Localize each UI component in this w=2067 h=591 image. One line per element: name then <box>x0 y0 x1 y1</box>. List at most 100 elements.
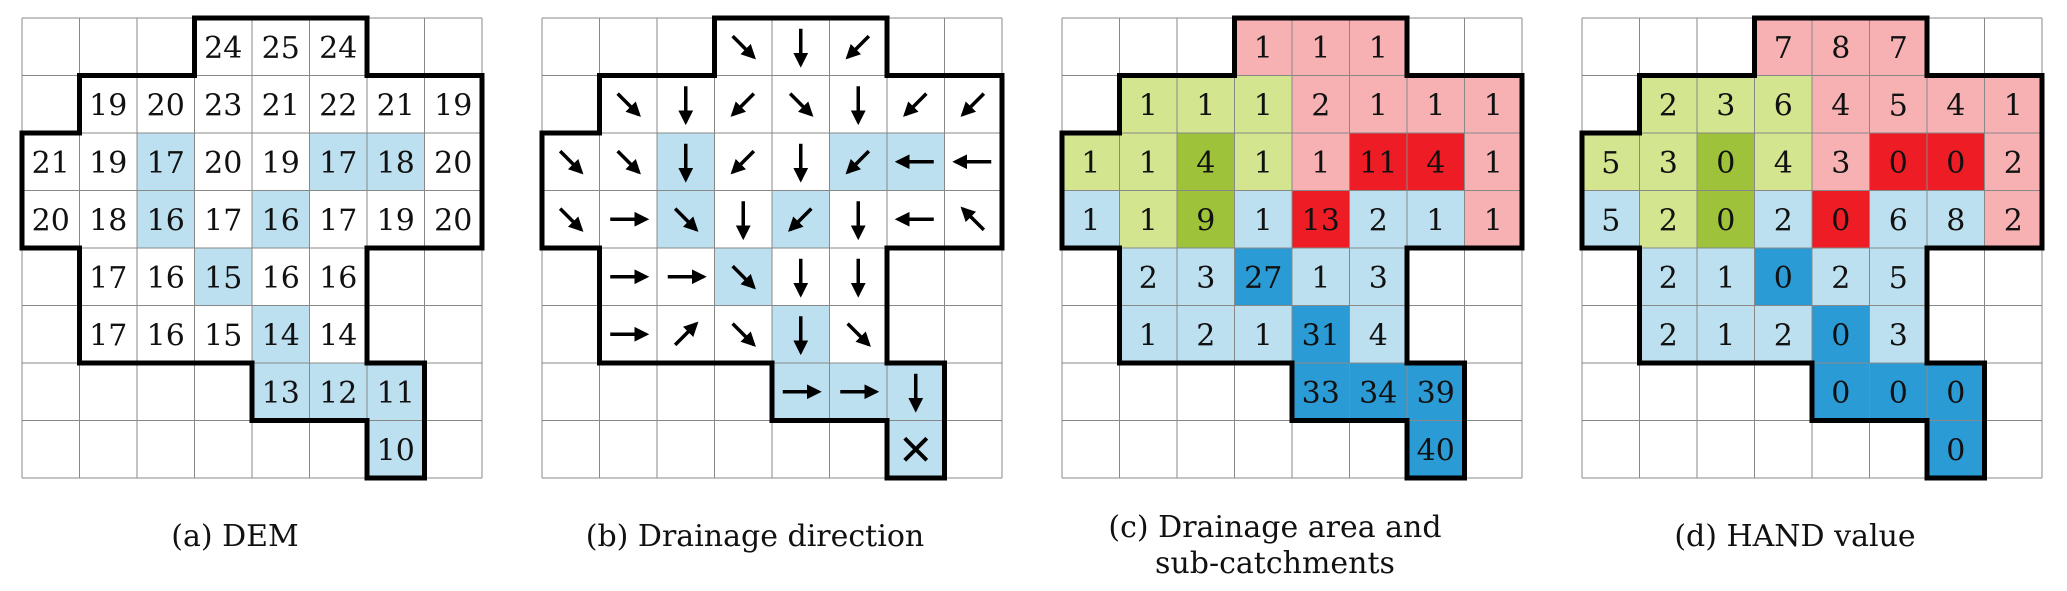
cell-fill <box>1062 133 1120 191</box>
cell-fill <box>1177 248 1235 306</box>
cell-value: 1 <box>1426 203 1445 238</box>
cell-value: 6 <box>1889 203 1908 238</box>
cell-value: 1 <box>1426 88 1445 123</box>
cell-value: 13 <box>1302 203 1340 238</box>
cell-fill <box>1464 133 1522 191</box>
cell-value: 17 <box>89 318 127 353</box>
cell-value: 4 <box>1831 88 1850 123</box>
cell-fill <box>1234 248 1292 306</box>
cell-fill <box>194 248 252 306</box>
cell-fill <box>1349 75 1407 133</box>
cell-value: 1 <box>1139 318 1158 353</box>
cell-fill <box>1407 133 1465 191</box>
cell-value: 0 <box>1946 376 1965 411</box>
cell-fill <box>1869 75 1927 133</box>
cell-value: 5 <box>1601 146 1620 181</box>
cell-fill <box>1349 248 1407 306</box>
cell-value: 3 <box>1196 261 1215 296</box>
cell-fill <box>1869 18 1927 76</box>
cell-fill <box>1292 305 1350 363</box>
catchment-boundary <box>19 15 485 481</box>
catchment-boundary <box>1059 15 1525 481</box>
cell-value: 20 <box>434 203 472 238</box>
cell-value: 3 <box>1369 261 1388 296</box>
cell-value: 24 <box>319 31 357 66</box>
cell-value: 21 <box>377 88 415 123</box>
cell-fill <box>1177 190 1235 248</box>
cell-value: 2 <box>1831 261 1850 296</box>
cell-fill <box>1234 305 1292 363</box>
cell-fill <box>1927 133 1985 191</box>
cell-fill <box>1177 75 1235 133</box>
cell-value: 8 <box>1831 31 1850 66</box>
cell-value: 17 <box>147 146 185 181</box>
cell-value: 1 <box>1196 88 1215 123</box>
cell-value: 15 <box>204 261 242 296</box>
flow-arrow-icon <box>845 149 871 175</box>
cell-value: 19 <box>434 88 472 123</box>
cell-value: 1 <box>1254 146 1273 181</box>
cell-value: 13 <box>262 376 300 411</box>
cell-value: 1 <box>1139 146 1158 181</box>
cell-value: 11 <box>1359 146 1397 181</box>
cell-fill <box>1119 305 1177 363</box>
cell-fill <box>1639 305 1697 363</box>
cell-fill <box>1119 75 1177 133</box>
cell-fill <box>1812 133 1870 191</box>
flow-arrow-icon <box>730 92 756 117</box>
cell-value: 7 <box>1774 31 1793 66</box>
cell-value: 1 <box>1484 88 1503 123</box>
cell-value: 21 <box>32 146 70 181</box>
cell-value: 1 <box>1254 203 1273 238</box>
cell-fill <box>1407 75 1465 133</box>
flow-arrow-icon <box>673 321 699 347</box>
cell-fill <box>1754 248 1812 306</box>
cell-fill <box>367 420 425 478</box>
cell-value: 1 <box>1254 88 1273 123</box>
cell-fill <box>1119 190 1177 248</box>
cell-value: 2 <box>1139 261 1158 296</box>
cell-fill <box>1177 305 1235 363</box>
cell-fill <box>1812 190 1870 248</box>
cell-value: 5 <box>1889 88 1908 123</box>
cell-value: 19 <box>377 203 415 238</box>
cell-value: 1 <box>1081 146 1100 181</box>
cell-value: 16 <box>262 261 300 296</box>
caption-drainage-area: (c) Drainage area and sub-catchments <box>1108 510 1442 581</box>
cell-fill <box>1639 248 1697 306</box>
cell-value: 3 <box>1716 88 1735 123</box>
cell-value: 40 <box>1417 433 1455 468</box>
cell-fill <box>1349 18 1407 76</box>
cell-value: 0 <box>1716 203 1735 238</box>
cell-fill <box>1697 190 1755 248</box>
cell-fill <box>1754 18 1812 76</box>
caption-dem: (a) DEM <box>171 519 299 554</box>
cell-fill <box>1869 190 1927 248</box>
cell-value: 1 <box>1311 31 1330 66</box>
cell-value: 2 <box>2004 203 2023 238</box>
cell-value: 23 <box>204 88 242 123</box>
cell-value: 8 <box>1946 203 1965 238</box>
cell-value: 34 <box>1359 376 1397 411</box>
cell-value: 1 <box>1716 261 1735 296</box>
cell-value: 16 <box>147 261 185 296</box>
cell-value: 4 <box>1196 146 1215 181</box>
cell-value: 2 <box>1659 88 1678 123</box>
cell-fill <box>1697 133 1755 191</box>
cell-value: 19 <box>89 88 127 123</box>
cell-fill <box>1984 133 2042 191</box>
cell-fill <box>1177 133 1235 191</box>
cell-fill <box>137 190 195 248</box>
cell-fill <box>1812 248 1870 306</box>
cell-fill <box>1812 305 1870 363</box>
cell-fill <box>1754 190 1812 248</box>
flow-arrow-icon <box>731 34 756 60</box>
caption-hand-value: (d) HAND value <box>1674 519 1916 554</box>
cell-fill <box>1927 75 1985 133</box>
cell-value: 25 <box>262 31 300 66</box>
flow-arrow-icon <box>960 92 986 117</box>
cell-fill <box>1697 305 1755 363</box>
cell-value: 1 <box>1139 88 1158 123</box>
cell-fill <box>1582 133 1640 191</box>
